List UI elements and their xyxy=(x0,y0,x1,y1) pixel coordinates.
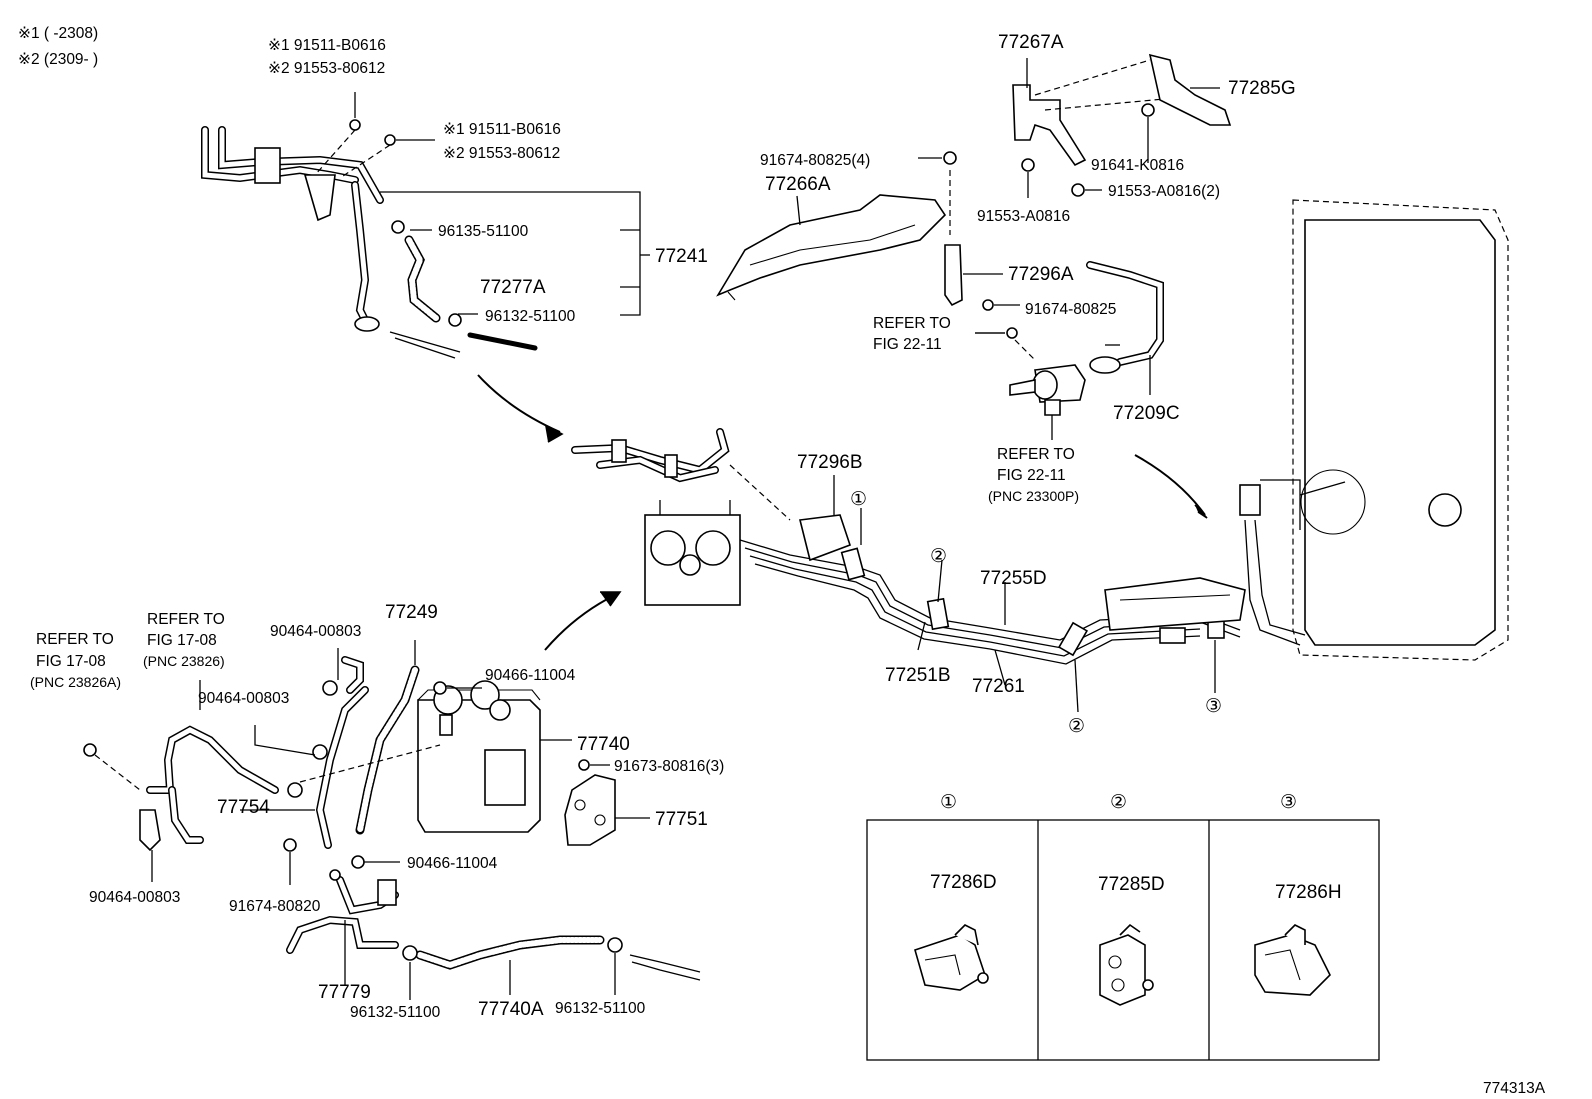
clamp-77286D xyxy=(914,924,989,991)
table-part-77286D: 77286D xyxy=(930,872,997,893)
note-1: ※1 ( -2308) xyxy=(18,25,98,42)
bracket-77241 xyxy=(354,92,650,316)
label-77209C: 77209C xyxy=(1113,403,1180,424)
label-91553-a: ※2 91553-80612 xyxy=(268,60,385,77)
fuel-tank xyxy=(1239,199,1509,661)
label-90464-mid: 90464-00803 xyxy=(198,690,289,707)
label-77267A: 77267A xyxy=(998,32,1064,53)
label-91553-A0816: 91553-A0816 xyxy=(977,208,1070,225)
arrow-top-right xyxy=(1134,454,1208,519)
label-91511-a: ※1 91511-B0616 xyxy=(268,37,386,54)
label-77740A: 77740A xyxy=(478,999,544,1020)
figure-id: 774313A xyxy=(1483,1080,1546,1097)
callout-3: ③ xyxy=(1205,696,1222,717)
labels: ※1 ( -2308) ※2 (2309- ) ※1 91511-B0616 ※… xyxy=(18,25,1546,1097)
table-header-2: ② xyxy=(1110,792,1127,813)
label-77285G: 77285G xyxy=(1228,78,1296,99)
arrow-top-left xyxy=(477,374,564,443)
canister-77740 xyxy=(417,680,572,833)
bracket-77267A xyxy=(1012,58,1176,167)
label-91674-80825-4: 91674-80825(4) xyxy=(760,152,870,169)
label-90464-bot: 90464-00803 xyxy=(89,889,180,906)
label-96132-b2: 96132-51100 xyxy=(555,1000,646,1017)
fuel-line-bundle xyxy=(739,514,1246,665)
label-90464-top: 90464-00803 xyxy=(270,623,361,640)
table-part-77285D: 77285D xyxy=(1098,874,1165,895)
note-2: ※2 (2309- ) xyxy=(18,51,98,68)
label-91674-80825: 91674-80825 xyxy=(1025,301,1116,318)
label-77751: 77751 xyxy=(655,809,708,830)
hose-77249 xyxy=(254,640,482,849)
label-96135: 96135-51100 xyxy=(438,223,529,240)
label-77251B: 77251B xyxy=(885,665,951,686)
label-refer-1708-b1: REFER TO xyxy=(147,611,225,628)
table-header-3: ③ xyxy=(1280,792,1297,813)
label-96132-b1: 96132-51100 xyxy=(350,1004,441,1021)
label-96132-top: 96132-51100 xyxy=(485,308,576,325)
table-header-1: ① xyxy=(940,792,957,813)
shield-77266A xyxy=(716,151,957,301)
canister-small xyxy=(644,500,741,606)
label-77754: 77754 xyxy=(217,797,270,818)
label-refer-1708-a2: FIG 17-08 xyxy=(36,653,106,670)
label-77266A: 77266A xyxy=(765,174,831,195)
bracket-77285G xyxy=(1021,53,1232,198)
label-91674-80820: 91674-80820 xyxy=(229,898,321,915)
leader-lines-center xyxy=(833,332,1216,713)
label-77255D: 77255D xyxy=(980,568,1047,589)
callout-2b: ② xyxy=(1068,716,1085,737)
label-refer-2211-b3: (PNC 23300P) xyxy=(988,488,1079,504)
label-91553-A0816-2: 91553-A0816(2) xyxy=(1108,183,1220,200)
detail-table xyxy=(866,819,1380,1061)
label-refer-1708-a1: REFER TO xyxy=(36,631,114,648)
label-91673: 91673-80816(3) xyxy=(614,758,724,775)
bracket-77751 xyxy=(564,759,650,846)
label-refer-2211-a2: FIG 22-11 xyxy=(873,336,942,353)
label-77261: 77261 xyxy=(972,676,1025,697)
filter-77209C xyxy=(1009,261,1164,440)
arrow-left-mid xyxy=(544,591,622,651)
label-77296B: 77296B xyxy=(797,452,863,473)
label-90466-top: 90466-11004 xyxy=(485,667,576,684)
label-refer-1708-b3: (PNC 23826) xyxy=(143,653,225,669)
label-refer-1708-b2: FIG 17-08 xyxy=(147,632,217,649)
callout-2a: ② xyxy=(930,546,947,567)
label-77277A: 77277A xyxy=(480,277,546,298)
label-refer-2211-b1: REFER TO xyxy=(997,446,1075,463)
table-part-77286H: 77286H xyxy=(1275,882,1342,903)
clamp-77285D xyxy=(1099,923,1154,1006)
label-refer-2211-b2: FIG 22-11 xyxy=(997,467,1066,484)
label-77241: 77241 xyxy=(655,246,708,267)
label-refer-1708-a3: (PNC 23826A) xyxy=(30,674,121,690)
bracket-77296A xyxy=(944,244,1036,361)
label-77296A: 77296A xyxy=(1008,264,1074,285)
hose-77754 xyxy=(83,680,441,882)
callout-1: ① xyxy=(850,489,867,510)
label-77740: 77740 xyxy=(577,734,630,755)
clamp-77286H xyxy=(1254,924,1331,996)
label-refer-2211-a1: REFER TO xyxy=(873,315,951,332)
label-91553-b: ※2 91553-80612 xyxy=(443,145,560,162)
label-91641: 91641-K0816 xyxy=(1091,157,1184,174)
connector-top xyxy=(571,428,791,521)
label-90466-bot: 90466-11004 xyxy=(407,855,498,872)
label-77779: 77779 xyxy=(318,982,371,1003)
hose-77740A xyxy=(283,838,701,1000)
tube-assembly-77241 xyxy=(201,119,538,359)
label-77249: 77249 xyxy=(385,602,438,623)
label-91511-b: ※1 91511-B0616 xyxy=(443,121,561,138)
